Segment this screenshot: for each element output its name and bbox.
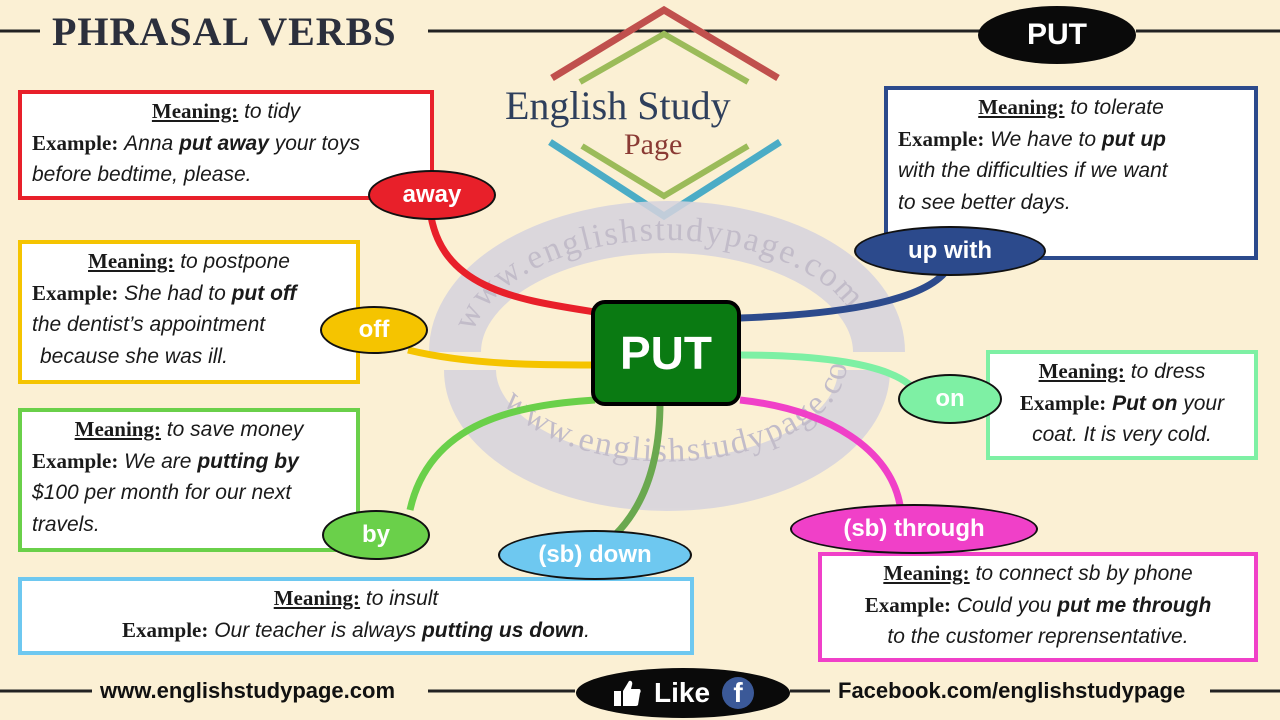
card-through: Meaning: to connect sb by phone Example:… <box>818 552 1258 662</box>
meaning-label: Meaning: <box>883 561 970 585</box>
card-off: Meaning: to postpone Example: She had to… <box>18 240 360 384</box>
example-phrasal-verb: putting by <box>197 449 299 473</box>
logo-title: English Study <box>505 83 731 128</box>
like-badge[interactable]: Like f <box>576 668 790 718</box>
particle-by: by <box>322 510 430 560</box>
meaning-text: to dress <box>1130 360 1206 383</box>
footer-website[interactable]: www.englishstudypage.com <box>100 678 396 703</box>
meaning-label: Meaning: <box>273 586 361 610</box>
example-text: Could you <box>956 593 1058 617</box>
example-text: because she was ill. <box>40 344 228 368</box>
meaning-label: Meaning: <box>151 99 239 123</box>
example-text: . <box>584 618 590 642</box>
example-text: with the difficulties if we want <box>898 159 1168 182</box>
example-text: your <box>1177 391 1225 415</box>
example-text: $100 per month for our next <box>32 481 292 504</box>
example-text: to the customer reprensentative. <box>887 625 1189 648</box>
example-phrasal-verb: put off <box>231 281 297 305</box>
example-phrasal-verb: put away <box>179 131 269 155</box>
connector-up-with <box>739 263 954 322</box>
example-label: Example: <box>32 448 119 473</box>
thumbs-up-icon <box>613 680 641 706</box>
example-text: coat. It is very cold. <box>1032 423 1212 446</box>
connector-by <box>406 396 596 511</box>
example-phrasal-verb: put me through <box>1057 593 1212 617</box>
meaning-label: Meaning: <box>978 95 1065 119</box>
like-label: Like <box>653 677 711 708</box>
connector-on <box>739 351 913 388</box>
meaning-text: to postpone <box>180 250 290 273</box>
example-phrasal-verb: putting us down <box>421 618 585 642</box>
example-text: to see better days. <box>898 190 1071 214</box>
meaning-label: Meaning: <box>1038 359 1125 383</box>
meaning-label: Meaning: <box>74 417 161 441</box>
logo-base-inner <box>580 143 750 200</box>
example-label: Example: <box>898 126 985 151</box>
connector-away <box>426 209 596 316</box>
facebook-icon: f <box>722 677 755 709</box>
particle-on: on <box>898 374 1002 424</box>
meaning-text: to tolerate <box>1070 96 1164 119</box>
card-on: Meaning: to dress Example: Put on your c… <box>986 350 1258 460</box>
footer-facebook[interactable]: Facebook.com/englishstudypage <box>838 678 1186 703</box>
card-down: Meaning: to insult Example: Our teacher … <box>18 577 694 655</box>
verb-badge: PUT <box>978 6 1136 64</box>
example-text: We have to <box>990 127 1102 151</box>
meaning-text: to save money <box>166 418 304 441</box>
particle-through: (sb) through <box>790 504 1038 554</box>
connector-off <box>407 346 596 369</box>
example-label: Example: <box>864 592 952 617</box>
logo-subtitle: Page <box>624 128 683 161</box>
example-label: Example: <box>32 130 119 155</box>
example-label: Example: <box>32 280 119 305</box>
particle-off: off <box>320 306 428 354</box>
particle-up-with: up with <box>854 226 1046 276</box>
particle-away: away <box>368 170 496 220</box>
card-by: Meaning: to save money Example: We are p… <box>18 408 360 552</box>
logo-roof-outer <box>550 5 780 82</box>
connector-through <box>739 396 904 506</box>
example-text: before bedtime, please. <box>32 163 252 186</box>
example-phrasal-verb: Put on <box>1112 391 1178 415</box>
meaning-text: to connect sb by phone <box>975 562 1193 585</box>
connector-down <box>612 401 664 538</box>
example-text: the dentist’s appointment <box>32 313 266 336</box>
example-text: your toys <box>268 131 360 155</box>
card-away: Meaning: to tidy Example: Anna put away … <box>18 90 434 200</box>
center-verb-node: PUT <box>591 300 741 406</box>
example-phrasal-verb: put up <box>1101 127 1166 151</box>
page-title: PHRASAL VERBS <box>52 9 397 54</box>
example-text: She had to <box>124 281 232 305</box>
meaning-text: to insult <box>365 587 439 610</box>
example-label: Example: <box>1019 390 1107 415</box>
logo-roof-inner <box>578 30 750 85</box>
example-text: We are <box>124 449 198 473</box>
example-text: Our teacher is always <box>214 618 422 642</box>
example-label: Example: <box>122 617 209 642</box>
meaning-text: to tidy <box>244 100 301 123</box>
example-text: travels. <box>32 512 100 536</box>
example-text: Anna <box>124 131 180 155</box>
meaning-label: Meaning: <box>88 249 175 273</box>
particle-down: (sb) down <box>498 530 692 580</box>
